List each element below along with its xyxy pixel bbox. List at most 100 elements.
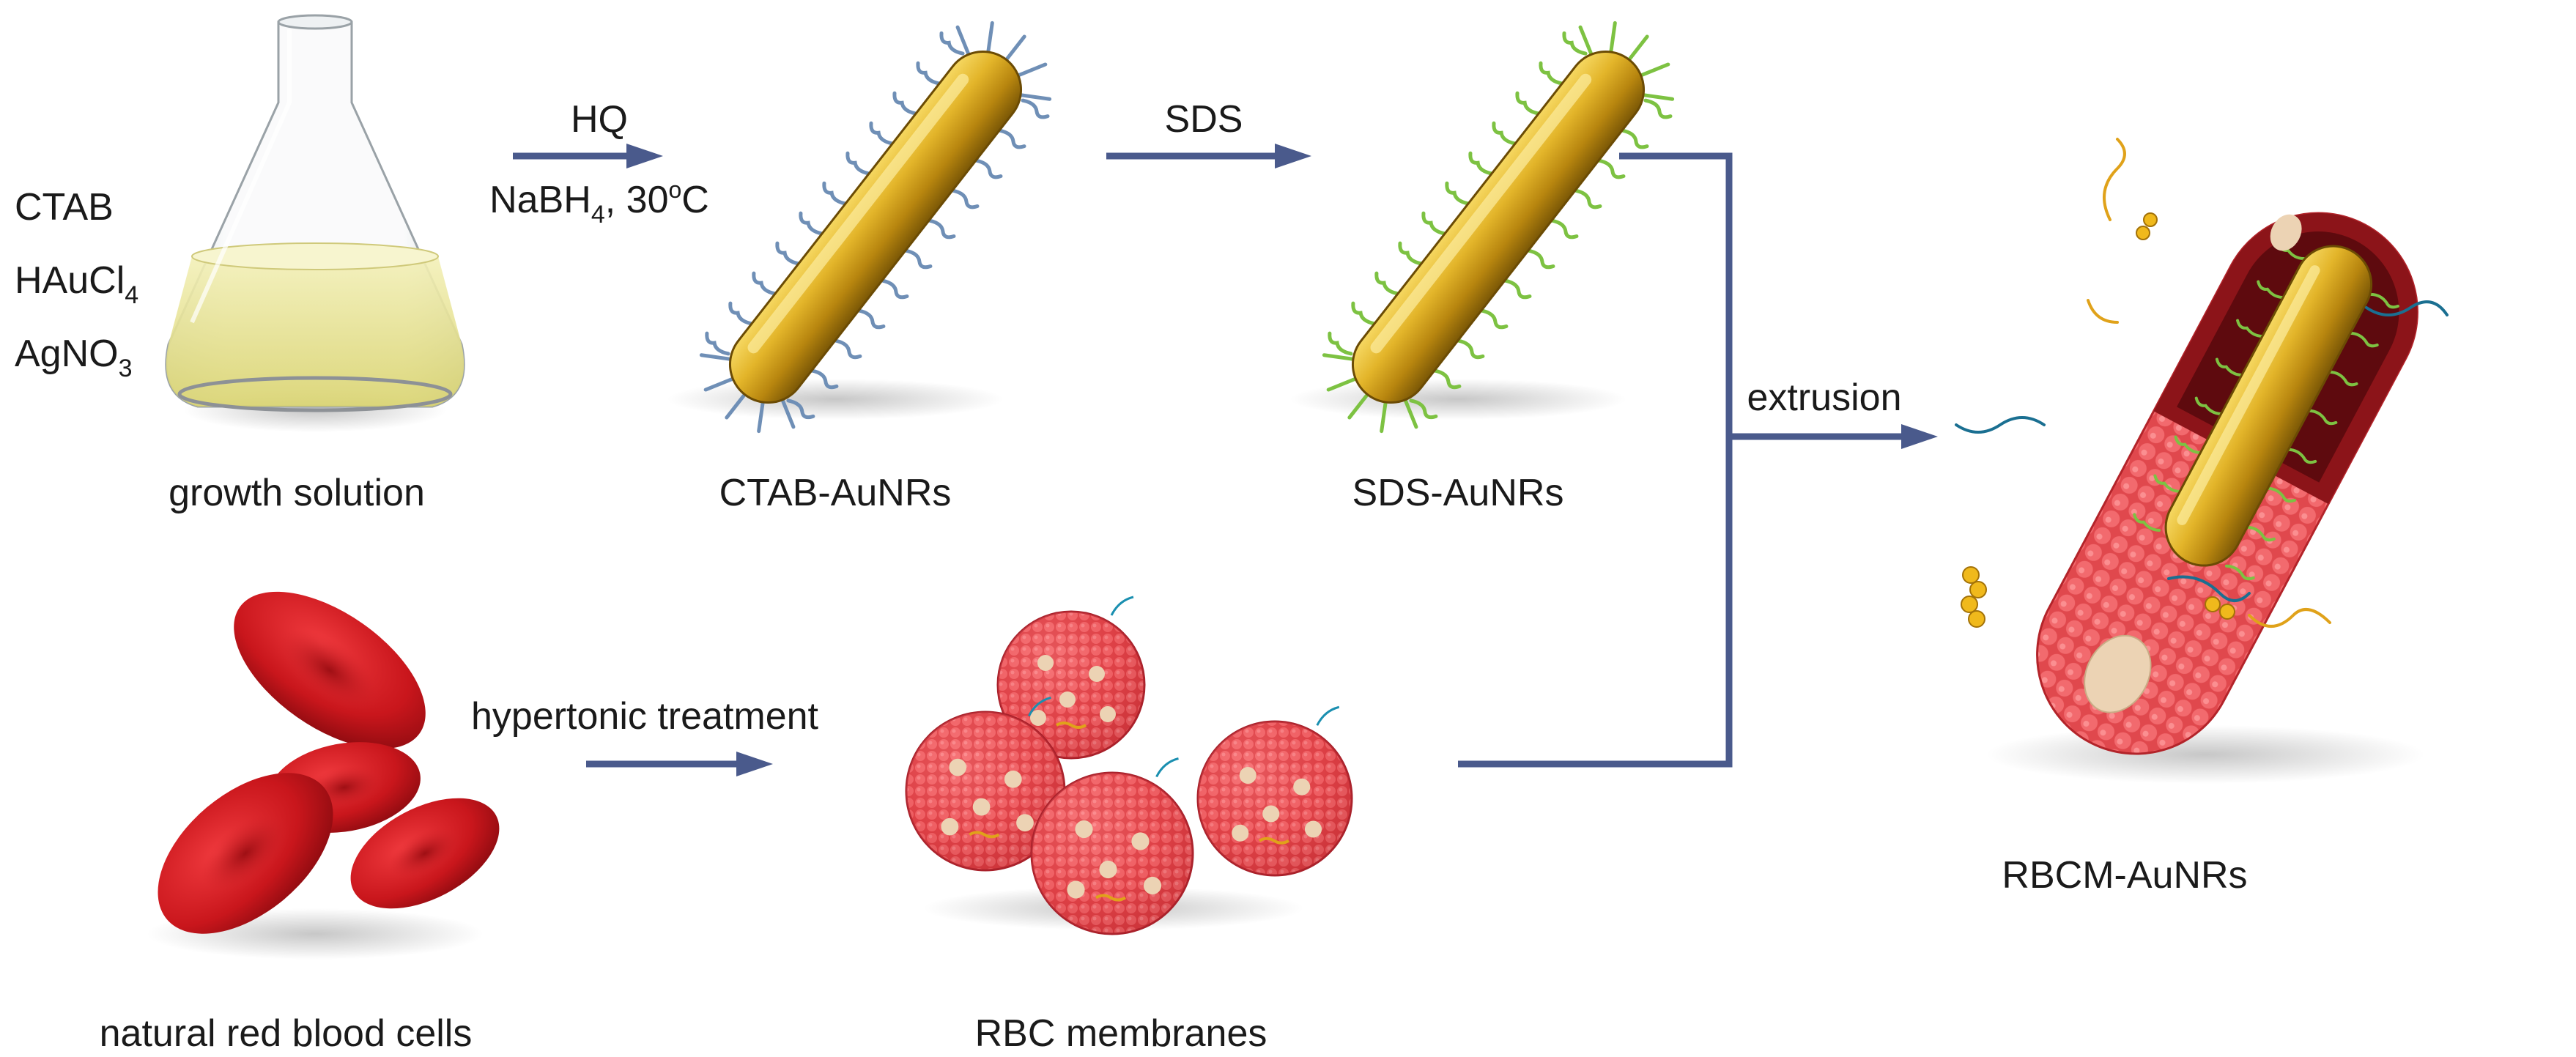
ligand-strand [2194,396,2223,415]
ligand-strand [1403,398,1418,429]
ligand-strand [752,271,777,296]
ligand-strand [1374,271,1400,296]
ligand-strand [2287,448,2317,464]
ligand-strand [1573,188,1602,209]
surface-protein [969,831,1000,839]
ligand-strand [880,278,909,300]
reagent-ctab: CTAB [15,186,114,229]
ligand-strand [997,128,1026,149]
ctab-gold-nanorod [667,21,1052,434]
reagent-nabh4-temperature: NaBH4, 30oC [489,177,709,229]
reagent-haucl4: HAuCl4 [15,259,138,309]
membrane-patch [1016,814,1034,832]
membrane-patch [1262,805,1280,823]
ligand-strand [2266,486,2297,503]
ligand-strand [856,308,886,330]
surface-protein [1316,705,1340,726]
ligand-strand [1643,98,1673,119]
arrow-step2 [1106,144,1311,168]
caption-rbcm-aunrs: RBCM-AuNRs [2002,854,2247,897]
ligand-strand [810,368,839,390]
ligand-strand [1409,398,1438,420]
process-hypertonic: hypertonic treatment [471,695,819,738]
ligand-strand [833,338,862,360]
ligand-strand [1326,377,1358,392]
ligand-strand [1021,98,1050,119]
ligand-strand [725,393,747,420]
membrane-patch [1293,778,1311,795]
ligand-strand [1445,181,1470,206]
ligand-strand [1016,62,1048,78]
ligand-strand [799,211,824,236]
ligand-strand [2174,435,2202,454]
ligand-strand [955,25,971,56]
ligand-strand [950,188,980,209]
membrane-patch [941,817,959,836]
red-blood-cells [147,591,500,960]
caption-rbc-membranes: RBC membranes [975,1012,1267,1055]
surface-protein [1110,596,1134,616]
ligand-strand [1380,400,1388,434]
ligand-strand [1609,21,1617,54]
ligand-strand [903,248,933,270]
ligand-strand [822,181,848,206]
membrane-vesicle [1196,705,1353,877]
ligand-strand [1627,34,1649,62]
ligand-strand [728,301,754,326]
ligand-strand [757,400,765,434]
ligand-strand [1639,62,1670,78]
surface-protein [1055,722,1087,729]
ligand-strand [986,21,994,54]
arrow-step3 [586,752,773,776]
ligand-strand [1018,93,1052,101]
membrane-patch [1075,820,1093,839]
sds-gold-nanorod [1289,21,1675,434]
membrane-patch [1232,824,1249,842]
ligand-strand [1596,158,1626,179]
membrane-patch [1100,706,1116,722]
ligand-strand [2224,564,2255,581]
caption-growth-solution: growth solution [169,472,425,514]
ligand-strand [2236,319,2264,338]
reagent-list: CTAB HAuCl4 AgNO3 [15,186,138,382]
membrane-patch [1099,860,1117,879]
ligand-strand [1351,301,1377,326]
ligand-strand [1641,93,1675,101]
ligand-strand [2133,513,2161,532]
reagent-agno3: AgNO3 [15,333,133,382]
caption-ctab-aunrs: CTAB-AuNRs [719,472,952,514]
ligand-strand [1620,128,1649,149]
caption-natural-rbc: natural red blood cells [100,1012,473,1055]
ligand-strand [845,151,871,176]
ligand-strand [1347,393,1369,420]
ligand-strand [1562,31,1588,56]
process-extrusion: extrusion [1747,377,1902,419]
ligand-strand [2348,331,2379,348]
ligand-strand [1456,338,1485,360]
arrow-step1 [513,144,663,168]
erlenmeyer-flask [165,14,465,432]
ligand-strand [703,377,735,392]
reagent-sds: SDS [1165,98,1243,141]
ligand-strand [2246,525,2276,542]
ligand-strand [1468,151,1494,176]
membrane-patch [1089,666,1105,682]
merge-connector [1458,152,1905,768]
ligand-strand [927,218,956,240]
ligand-strand [1421,211,1447,236]
membrane-patch [1143,876,1162,895]
membrane-patch [972,798,991,816]
arrow-step4-head [1901,424,1938,449]
reagent-hq: HQ [571,98,628,141]
ligand-strand [1515,91,1541,116]
ligand-strand [1004,34,1026,62]
caption-sds-aunrs: SDS-AuNRs [1352,472,1564,514]
ligand-strand [1503,278,1532,300]
ligand-strand [869,121,895,146]
ligand-strand [1328,331,1353,356]
ligand-strand [705,331,730,356]
rbcm-gold-nanorod [1955,138,2449,784]
ligand-strand [1578,25,1594,56]
ligand-strand [916,61,941,86]
